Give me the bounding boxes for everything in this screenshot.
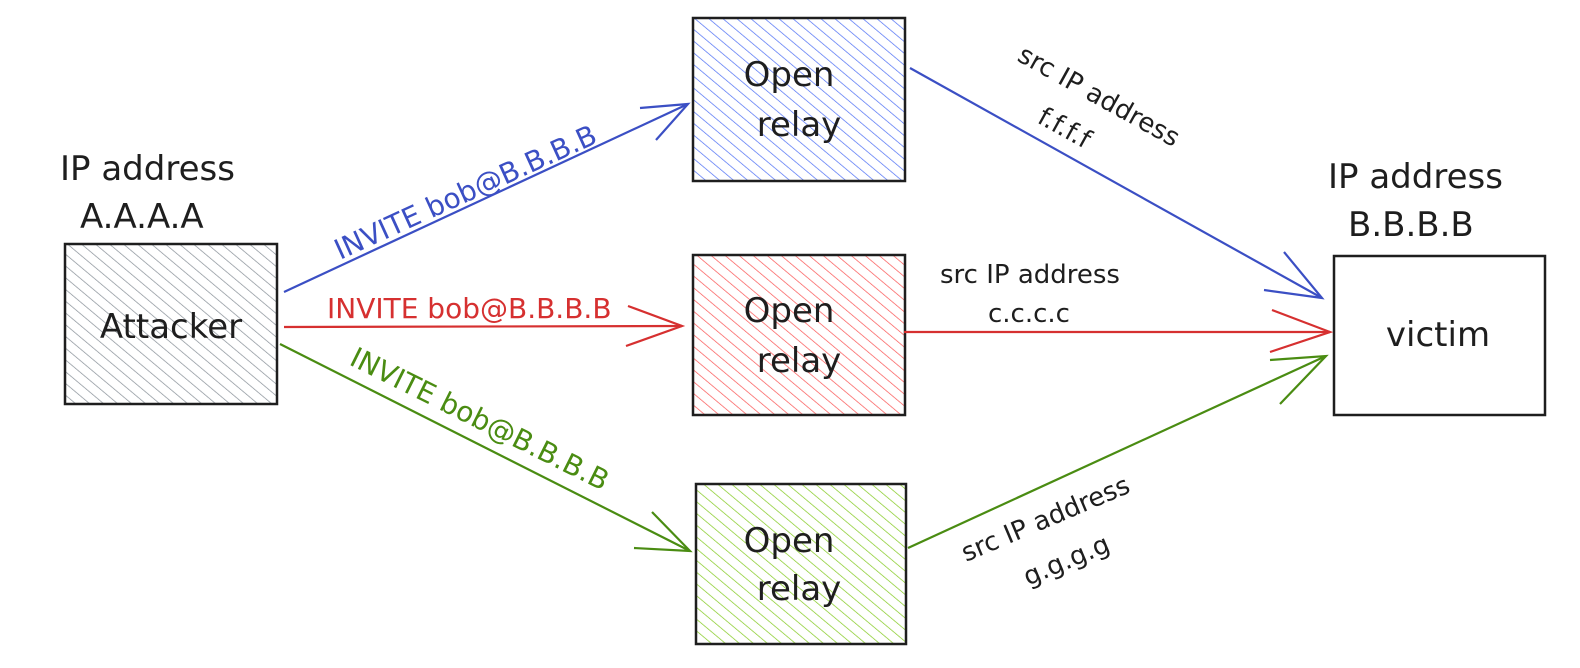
- attacker-label: Attacker: [100, 307, 242, 347]
- request-label-green: INVITE bob@B.B.B.B: [345, 341, 614, 497]
- victim-label: victim: [1386, 315, 1490, 355]
- victim-ip-label: IP address: [1328, 157, 1503, 197]
- request-label-blue: INVITE bob@B.B.B.B: [329, 118, 602, 266]
- relay-green-label-line2: relay: [757, 569, 842, 609]
- arrow-relay-green-to-victim: [907, 354, 1329, 549]
- relay-red-label-line1: Open: [744, 291, 835, 331]
- arrow-attacker-to-relay-red: [283, 304, 686, 348]
- open-relay-red: Open relay: [691, 253, 907, 417]
- arrow-attacker-to-relay-green: [279, 343, 693, 553]
- relay-green-label-line1: Open: [744, 521, 835, 561]
- response-label-red: src IP address: [940, 260, 1120, 290]
- open-relay-green: Open relay: [694, 482, 908, 646]
- relay-blue-label-line2: relay: [757, 105, 842, 145]
- response-value-red: c.c.c.c: [988, 299, 1070, 329]
- request-label-red: INVITE bob@B.B.B.B: [327, 292, 612, 325]
- attacker-ip-value: A.A.A.A: [80, 197, 204, 237]
- arrow-relay-blue-to-victim: [909, 67, 1325, 300]
- relay-red-label-line2: relay: [757, 341, 842, 381]
- relay-blue-label-line1: Open: [744, 55, 835, 95]
- response-label-blue: src IP address: [1013, 40, 1185, 153]
- victim-ip-value: B.B.B.B: [1348, 205, 1474, 245]
- attacker-ip-label: IP address: [60, 149, 235, 189]
- arrow-attacker-to-relay-blue: [283, 102, 691, 293]
- arrow-relay-red-to-victim: [904, 308, 1334, 354]
- attacker-box: Attacker: [63, 242, 279, 406]
- open-relay-blue: Open relay: [691, 16, 907, 183]
- response-value-blue: f.f.f.f: [1033, 102, 1097, 156]
- victim-box: victim: [1332, 254, 1547, 417]
